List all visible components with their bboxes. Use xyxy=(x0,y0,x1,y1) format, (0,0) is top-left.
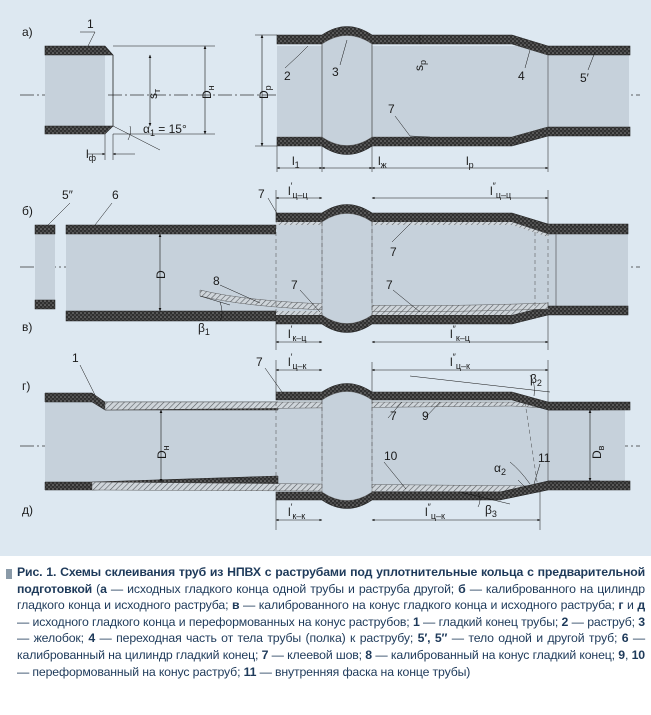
row-label-v: в) xyxy=(22,320,32,334)
spigot-body-a xyxy=(45,46,105,134)
row-label-a: а) xyxy=(22,25,33,39)
caption-panel: Рис. 1. Схемы склеивания труб из НПВХ с … xyxy=(0,556,651,715)
dim-l-ck-2: l″ц–к xyxy=(450,352,470,371)
row-label-g: г) xyxy=(22,379,30,393)
dim-d-h-g: Dн xyxy=(155,445,171,459)
dim-l-kk-1: l′к–к xyxy=(288,502,305,521)
label-7-b1: 7 xyxy=(258,187,265,201)
dim-l-cc-2: l″ц–ц xyxy=(490,181,511,200)
dim-d-p: Dр xyxy=(257,85,273,99)
dim-l-kc-2: l″к–ц xyxy=(450,324,470,343)
dim-d-b: D xyxy=(154,270,168,279)
label-6: 6 xyxy=(112,188,119,202)
label-1-a: 1 xyxy=(87,17,94,31)
label-7-g1: 7 xyxy=(256,355,263,369)
dim-l-r: lр xyxy=(466,154,474,170)
label-1-g: 1 xyxy=(72,351,79,365)
dim-l-ck-1: l′ц–к xyxy=(288,352,307,371)
dim-l-phi: lф xyxy=(86,147,97,163)
row-label-d: д) xyxy=(22,503,33,517)
dim-alpha1: α1 = 15° xyxy=(143,122,187,138)
label-7-g2: 7 xyxy=(390,409,397,423)
label-4: 4 xyxy=(518,69,525,83)
label-7-v2: 7 xyxy=(386,278,393,292)
dim-s-p: sр xyxy=(412,60,428,71)
label-9: 9 xyxy=(422,409,429,423)
dim-s-t: sт xyxy=(146,89,162,99)
dim-alpha2: α2 xyxy=(494,461,506,477)
label-7-v1: 7 xyxy=(291,278,298,292)
diagram-svg: а) 1 2 3 4 5′ 7 sт Dн Dр sр α1 = 15° lф … xyxy=(20,17,640,530)
caption-marker xyxy=(6,569,12,579)
dim-l-kc-1: l′к–ц xyxy=(288,324,306,343)
label-7-a: 7 xyxy=(388,102,395,116)
label-8: 8 xyxy=(213,274,220,288)
caption-title: Рис. 1. Схемы склеивания труб из НПВХ с … xyxy=(17,565,645,596)
diagram-g-d: г) д) 1 7 7 9 10 11 Dн Dв β2 β3 α2 l′ц–к… xyxy=(20,351,640,530)
label-3: 3 xyxy=(332,65,339,79)
label-5-double-prime: 5″ xyxy=(62,188,74,202)
dim-beta1: β1 xyxy=(198,321,210,337)
label-11: 11 xyxy=(538,451,551,465)
dim-l-zh: lж xyxy=(378,154,387,170)
dim-d-h-a: Dн xyxy=(200,85,216,99)
dim-d-b-g: Dв xyxy=(590,445,606,459)
label-7-b2: 7 xyxy=(390,245,397,259)
figure-panel: а) 1 2 3 4 5′ 7 sт Dн Dр sр α1 = 15° lф … xyxy=(0,0,651,556)
dim-l-kk-2: l″ц–к xyxy=(425,502,445,521)
label-2: 2 xyxy=(284,69,291,83)
dim-beta3: β3 xyxy=(485,503,497,519)
spigot-wall-top-a xyxy=(44,45,114,56)
spigot-wall-bottom-a xyxy=(44,125,114,135)
figure-caption: Рис. 1. Схемы склеивания труб из НПВХ с … xyxy=(17,565,646,679)
dim-beta2: β2 xyxy=(530,372,542,388)
diagram-a: а) 1 2 3 4 5′ 7 sт Dн Dр sр α1 = 15° lф … xyxy=(20,17,640,172)
label-10: 10 xyxy=(384,449,398,463)
row-label-b: б) xyxy=(22,204,33,218)
label-5-prime: 5′ xyxy=(580,71,590,85)
diagram-b-v: б) в) 5″ 6 7 7 8 7 7 D β1 l′ц–ц l″ц–ц l′… xyxy=(20,181,640,350)
dim-l-1: l1 xyxy=(292,154,300,170)
dim-l-cc-1: l′ц–ц xyxy=(288,181,308,200)
